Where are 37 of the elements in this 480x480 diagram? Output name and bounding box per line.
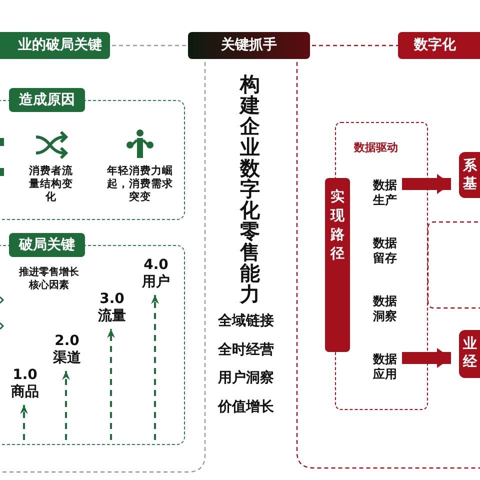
- vertical-title: 构建企业数字化零售能力: [238, 74, 261, 305]
- header-tab: 业的破局关键: [0, 32, 110, 59]
- connector-line: [312, 44, 398, 46]
- subtitle-text: 推进零售增长核心因素: [18, 266, 80, 292]
- cause-text: 消费者流量结构变化: [29, 165, 73, 211]
- arrow: [62, 371, 70, 440]
- capability-text: 用户洞察: [218, 369, 275, 387]
- version-number: 1.0: [12, 367, 38, 384]
- step-text: 数据应用: [369, 351, 401, 383]
- capability-text: 全时经营: [218, 341, 275, 359]
- step-text: 数据生产: [369, 177, 401, 209]
- version-number: 4.0: [142, 257, 170, 274]
- factor-label: 渠道: [52, 350, 82, 367]
- header-tab: 数字化: [398, 32, 480, 59]
- result-box: 业经: [459, 330, 480, 378]
- heading-tab: 造成原因: [9, 88, 85, 112]
- step-text: 数据洞察: [369, 293, 401, 325]
- factor-label: 商品: [10, 384, 40, 401]
- heading-tab: 破局关键: [9, 233, 85, 257]
- arrow: [151, 295, 159, 440]
- block-arrow: [402, 348, 451, 368]
- factor-label: 用户: [140, 274, 171, 291]
- version-number: 2.0: [54, 333, 80, 350]
- path-box: 实现路径: [325, 178, 350, 352]
- cause-text: 年轻消费力崛起，消费需求突变: [107, 165, 173, 211]
- header-tab: 关键抓手: [188, 32, 310, 59]
- step-text: 数据留存: [369, 235, 401, 267]
- version-number: 3.0: [98, 291, 126, 308]
- capability-text: 价值增长: [218, 398, 275, 416]
- arrow: [107, 329, 115, 440]
- heading-text: 数据驱动: [354, 140, 398, 155]
- result-box: 系基: [459, 152, 480, 198]
- capability-text: 全域链接: [218, 312, 275, 330]
- connector-line: [112, 44, 188, 46]
- block-arrow: [402, 174, 451, 194]
- arrow: [20, 405, 28, 440]
- factor-label: 流量: [97, 308, 127, 325]
